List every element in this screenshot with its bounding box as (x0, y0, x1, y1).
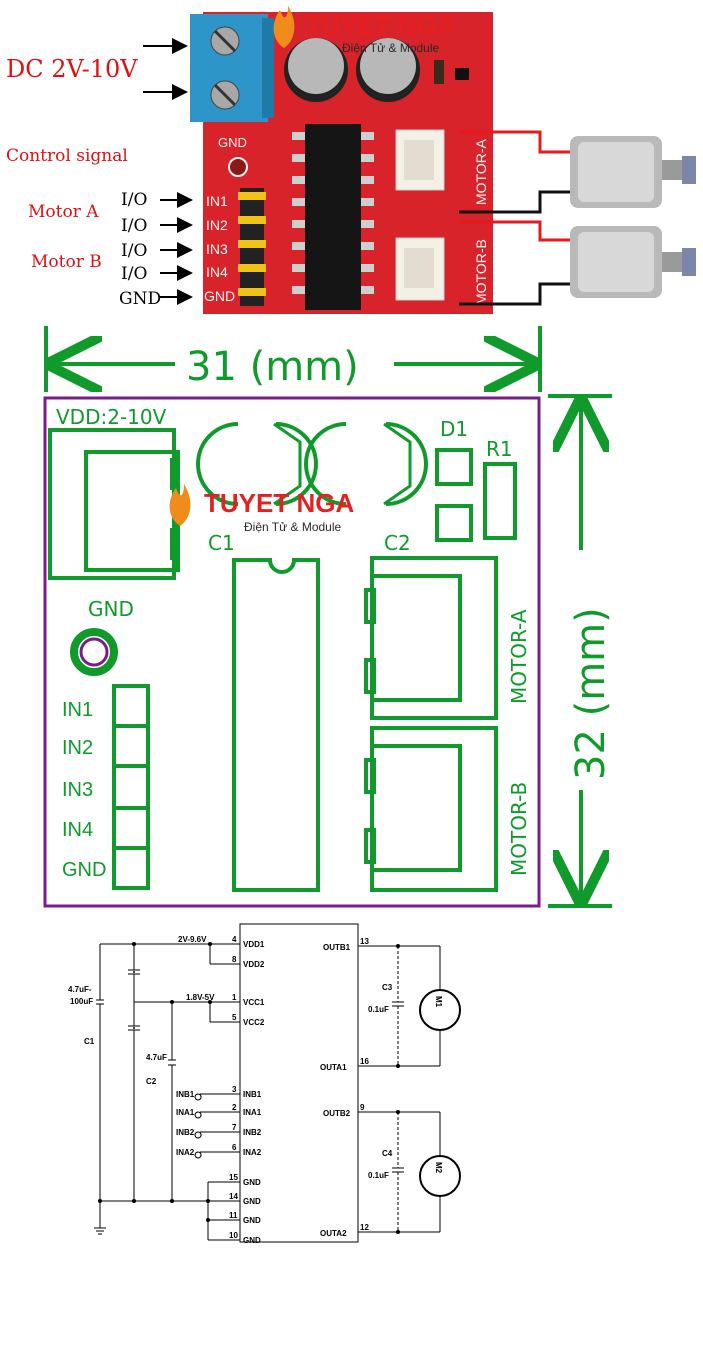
pin-vdd2: VDD2 (243, 960, 265, 969)
schematic-left_pins-11-num-text: 10 (229, 1231, 238, 1240)
schematic-left_pins-9-num-text: 14 (229, 1192, 238, 1201)
c3-ref-label: C3 (382, 983, 393, 992)
schematic-left_pins-4-num-text: 3 (232, 1085, 237, 1094)
schematic-left_pins-8-num-text: 15 (229, 1173, 238, 1182)
c3-value-label: 0.1uF (368, 1005, 389, 1014)
motor-a-label: Motor A (28, 202, 99, 222)
input-ina1: INA1 (176, 1108, 195, 1117)
board-pin-in4: IN4 (206, 264, 228, 280)
pin-gnd-14: GND (243, 1197, 261, 1206)
pin-inb2: INB2 (243, 1128, 262, 1137)
motor-a-silk: MOTOR-A (507, 609, 531, 704)
board-pin-in2: IN2 (206, 217, 228, 233)
vdd-label: VDD:2-10V (56, 405, 167, 429)
pin-vdd1: VDD1 (243, 940, 265, 949)
motor-b-label: Motor B (31, 252, 102, 272)
io-label-1: I/O (121, 190, 148, 210)
c1-ref-label: C1 (84, 1037, 95, 1046)
schematic-right_pins-3-num-text: 12 (360, 1223, 369, 1232)
c1-label: C1 (208, 531, 235, 555)
board-motor-a-silk: MOTOR-A (473, 138, 489, 205)
gnd-label: GND (88, 597, 134, 621)
ic-chip (305, 124, 361, 310)
pin-inb1: INB1 (243, 1090, 262, 1099)
photo-section: DC 2V-10V Control signal Motor A Motor B… (0, 0, 703, 320)
r1-label: R1 (486, 437, 513, 461)
m2-label: M2 (434, 1162, 443, 1174)
m1-label: M1 (434, 996, 443, 1008)
c2-label: C2 (384, 531, 411, 555)
pin-outb2: OUTB2 (323, 1109, 351, 1118)
schematic-right_pins-0-num-text: 13 (360, 937, 369, 946)
pin-gnd-15: GND (243, 1178, 261, 1187)
c2-value-label: 4.7uF (146, 1053, 167, 1062)
c1-value-label-2: 100uF (70, 997, 93, 1006)
vcc-range-label: 1.8V-5V (186, 993, 215, 1002)
motor-b-photo (570, 226, 696, 298)
pcb-layout-section: 31 (mm) 32 (mm) VDD:2-10V GND C1 C2 D1 R… (43, 326, 614, 908)
d1-label: D1 (440, 417, 468, 441)
watermark-sub-1: Điện Tử & Module (342, 41, 440, 55)
input-inb1: INB1 (176, 1090, 195, 1099)
schematic-left_pins-7-num-text: 6 (232, 1143, 237, 1152)
schematic-left_pins-1-num-text: 8 (232, 955, 237, 964)
schematic-left_pins-5-num-text: 2 (232, 1103, 237, 1112)
pin-outb1: OUTB1 (323, 943, 351, 952)
schematic-left_pins-0-num-text: 4 (232, 935, 237, 944)
input-inb2: INB2 (176, 1128, 195, 1137)
pin-ina1: INA1 (243, 1108, 262, 1117)
layout-pin-in4: IN4 (62, 819, 93, 841)
layout-pin-gnd: GND (62, 859, 106, 881)
schematic-right_pins-2-num-text: 9 (360, 1103, 365, 1112)
vdd-range-label: 2V-9.6V (178, 935, 207, 944)
watermark-sub-2: Điện Tử & Module (244, 520, 342, 534)
board-pin-gnd: GND (204, 288, 235, 304)
board-outline (43, 396, 541, 908)
watermark-logo-1 (273, 6, 295, 48)
input-ina2: INA2 (176, 1148, 195, 1157)
c2-ref-label: C2 (146, 1077, 157, 1086)
motor-a-photo (570, 136, 696, 208)
schematic-section: 2V-9.6V 1.8V-5V 4.7uF- 100uF C1 4.7uF C2… (68, 923, 461, 1245)
layout-pin-in3: IN3 (62, 779, 93, 801)
schematic-right_pins-1-num-text: 16 (360, 1057, 369, 1066)
board-motor-b-silk: MOTOR-B (473, 239, 489, 305)
board-pin-in1: IN1 (206, 193, 228, 209)
c4-ref-label: C4 (382, 1149, 393, 1158)
board-gnd-silk: GND (218, 135, 247, 150)
c1-value-label: 4.7uF- (68, 985, 92, 994)
io-label-gnd: GND (119, 289, 162, 309)
io-label-4: I/O (121, 264, 148, 284)
schematic-left_pins-6-num-text: 7 (232, 1123, 237, 1132)
height-dimension-label: 32 (mm) (568, 607, 614, 780)
schematic-ic (239, 923, 359, 1243)
schematic-left_pins-2-num-text: 1 (232, 993, 237, 1002)
pin-gnd-11: GND (243, 1216, 261, 1225)
layout-pin-in2: IN2 (62, 737, 93, 759)
photo-drawing: GND IN1 IN2 IN3 IN4 (143, 6, 696, 314)
pin-vcc2: VCC2 (243, 1018, 265, 1027)
io-label-2: I/O (121, 216, 148, 236)
pin-vcc1: VCC1 (243, 998, 265, 1007)
control-signal-label: Control signal (6, 146, 128, 166)
pin-ina2: INA2 (243, 1148, 262, 1157)
pin-gnd-10: GND (243, 1236, 261, 1245)
watermark-brand-1: TUYET NGA (306, 10, 456, 40)
watermark-brand-2: TUYET NGA (204, 488, 354, 518)
motor-b-silk: MOTOR-B (507, 782, 531, 876)
dc-voltage-label: DC 2V-10V (6, 55, 138, 83)
pin-outa2: OUTA2 (320, 1229, 347, 1238)
board-pin-in3: IN3 (206, 241, 228, 257)
pin-outa1: OUTA1 (320, 1063, 347, 1072)
schematic-left_pins-3-num-text: 5 (232, 1013, 237, 1022)
layout-pin-in1: IN1 (62, 699, 93, 721)
watermark-logo-2 (169, 484, 191, 526)
io-label-3: I/O (121, 241, 148, 261)
c4-value-label: 0.1uF (368, 1171, 389, 1180)
schematic-left_pins-10-num-text: 11 (229, 1211, 238, 1220)
width-dimension-label: 31 (mm) (186, 344, 359, 390)
